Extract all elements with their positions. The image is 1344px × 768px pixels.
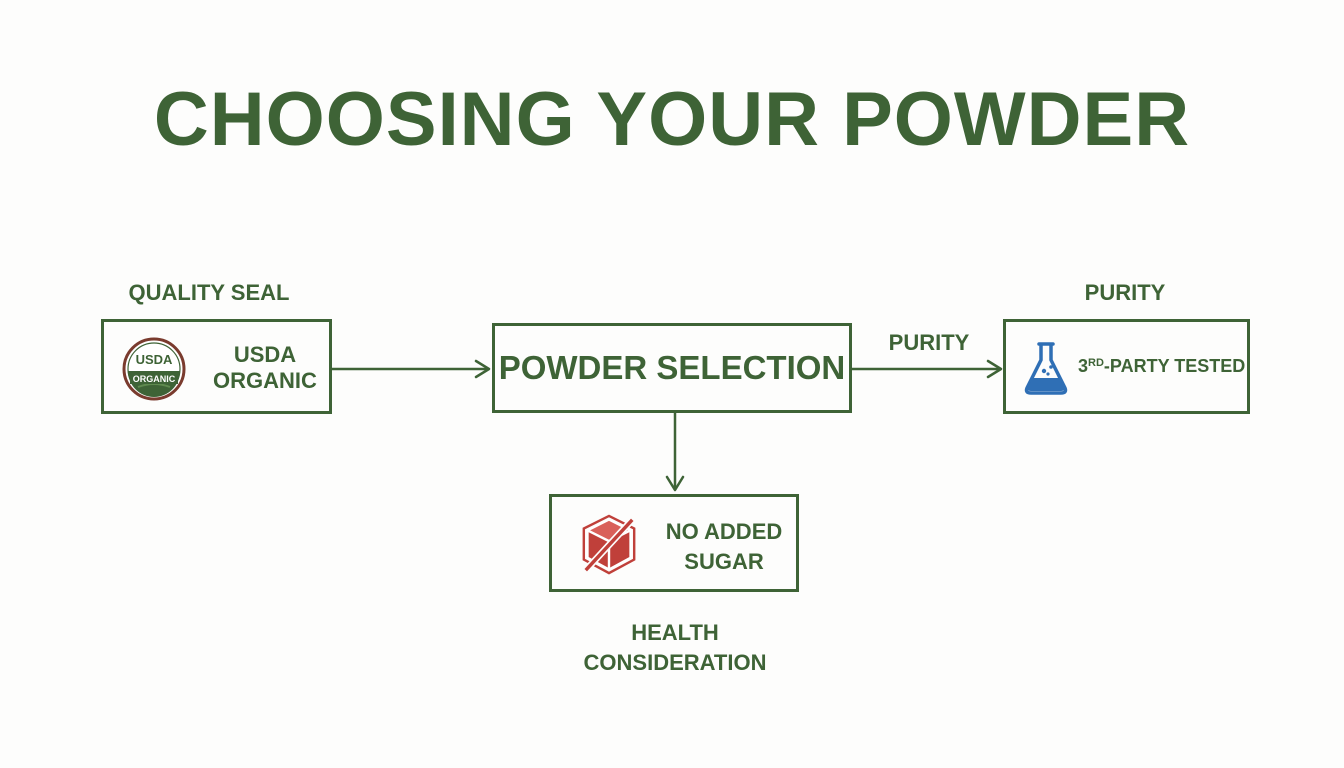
page-title: CHOOSING YOUR POWDER <box>153 77 1191 162</box>
powder-selection-node: POWDER SELECTION <box>492 323 852 413</box>
no-sugar-label-line2: SUGAR <box>684 549 764 574</box>
usda-label-line2: ORGANIC <box>213 368 317 393</box>
health-caption-line2: CONSIDERATION <box>583 650 767 675</box>
edge-label-purity: PURITY <box>888 330 970 355</box>
flask-icon <box>1024 342 1068 395</box>
no-added-sugar-node: NO ADDED SUGAR <box>549 494 799 592</box>
no-sugar-label-line1: NO ADDED <box>665 519 783 544</box>
arrow-left-to-center <box>329 359 491 379</box>
powder-selection-label: POWDER SELECTION <box>498 349 846 386</box>
tested-label-superscript: RD <box>1088 357 1104 369</box>
purity-caption: PURITY <box>1084 280 1166 305</box>
arrow-center-to-bottom <box>665 411 685 492</box>
tested-label-suffix: -PARTY TESTED <box>1103 356 1246 376</box>
health-caption-line1: HEALTH <box>631 620 719 645</box>
seal-usda-text: USDA <box>136 352 173 367</box>
arrow-center-to-right <box>850 359 1003 379</box>
usda-organic-seal-icon: USDA ORGANIC <box>122 337 186 401</box>
usda-label-line1: USDA <box>233 342 297 367</box>
no-sugar-cube-icon <box>582 514 636 575</box>
quality-seal-caption: QUALITY SEAL <box>128 280 290 305</box>
usda-organic-node: USDA ORGANIC USDA ORGANIC <box>101 319 332 414</box>
third-party-tested-node: 3RD-PARTY TESTED <box>1003 319 1250 414</box>
seal-organic-text: ORGANIC <box>133 374 176 384</box>
tested-label-prefix: 3 <box>1078 356 1089 376</box>
